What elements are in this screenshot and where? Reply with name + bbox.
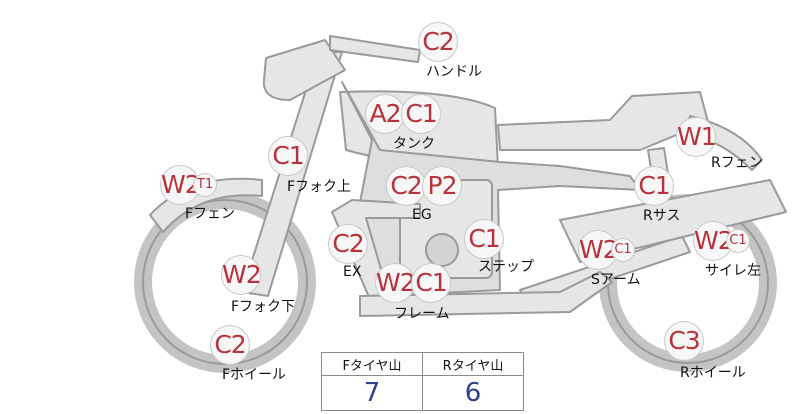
grade-circle: C2 (328, 224, 368, 264)
front-fork-lower-grade: W2 (221, 255, 262, 295)
grade-circle: C3 (664, 321, 704, 361)
front-fork-lower-label: Fフォク下 (231, 299, 296, 315)
grade-circle: C1 (268, 136, 308, 176)
grade-circle: P2 (422, 166, 462, 206)
step-label: ステップ (478, 259, 534, 275)
front-wheel-label: Fホイール (222, 367, 287, 383)
frame-label: フレーム (394, 306, 450, 322)
rear-tread-header: Rタイヤ山 (422, 352, 524, 376)
grade-circle: A2 (365, 94, 405, 134)
rear-suspension-label: Rサス (643, 208, 681, 224)
rear-wheel-label: Rホイール (680, 365, 746, 381)
grade-circle: C1 (411, 263, 451, 303)
tank-label: タンク (393, 136, 435, 152)
rear-suspension-grade: C1 (634, 166, 674, 206)
engine-cover-shape (425, 233, 459, 267)
silencer-left-grade: W2 C1 (693, 221, 750, 261)
frame-grade: W2 C1 (375, 263, 451, 303)
lower-frame-shape (359, 271, 613, 317)
rear-wheel-grade: C3 (664, 321, 704, 361)
front-fork-upper-grade: C1 (268, 136, 308, 176)
front-tread-value: 7 (321, 375, 423, 411)
tread-value-row: 7 6 (321, 375, 524, 411)
grade-circle: C1 (634, 166, 674, 206)
swingarm-grade: W2 C1 (578, 230, 635, 270)
exhaust-grade: C2 (328, 224, 368, 264)
grade-circle: W2 (375, 263, 416, 303)
rear-tread-value: 6 (422, 375, 524, 411)
grade-circle: C2 (210, 325, 250, 365)
grade-circle: C2 (418, 22, 458, 62)
grade-circle: W1 (676, 117, 717, 157)
engine-grade: C2 P2 (386, 166, 462, 206)
grade-circle-small: C1 (726, 229, 750, 253)
front-wheel-grade: C2 (210, 325, 250, 365)
front-fender-label: Fフェン (185, 206, 236, 222)
grade-circle: W2 (221, 255, 262, 295)
rear-fender-label: Rフェン (711, 155, 763, 171)
handlebar-bar-shape (329, 35, 421, 63)
front-fender-grade: W2 T1 (160, 165, 217, 205)
tank-grade: A2 C1 (365, 94, 441, 134)
grade-circle: C2 (386, 166, 426, 206)
grade-circle-small: C1 (611, 238, 635, 262)
silencer-left-label: サイレ左 (705, 263, 761, 279)
grade-circle: C1 (401, 94, 441, 134)
handle-label: ハンドル (426, 64, 482, 80)
handlebar-shape (262, 39, 346, 101)
front-tread-header: Fタイヤ山 (321, 352, 423, 376)
tire-tread-table: Fタイヤ山 Rタイヤ山 7 6 (321, 352, 524, 411)
handle-grade: C2 (418, 22, 458, 62)
grade-circle-small: T1 (193, 173, 217, 197)
seat-shape (497, 91, 709, 151)
front-fork-upper-label: Fフォク上 (287, 179, 352, 195)
exhaust-label: EX (343, 264, 362, 280)
swingarm-label: Sアーム (591, 272, 641, 288)
grade-circle: C1 (464, 219, 504, 259)
step-grade: C1 (464, 219, 504, 259)
tread-header-row: Fタイヤ山 Rタイヤ山 (321, 352, 524, 376)
rear-fender-grade: W1 (676, 117, 717, 157)
engine-label: EG (412, 207, 432, 223)
